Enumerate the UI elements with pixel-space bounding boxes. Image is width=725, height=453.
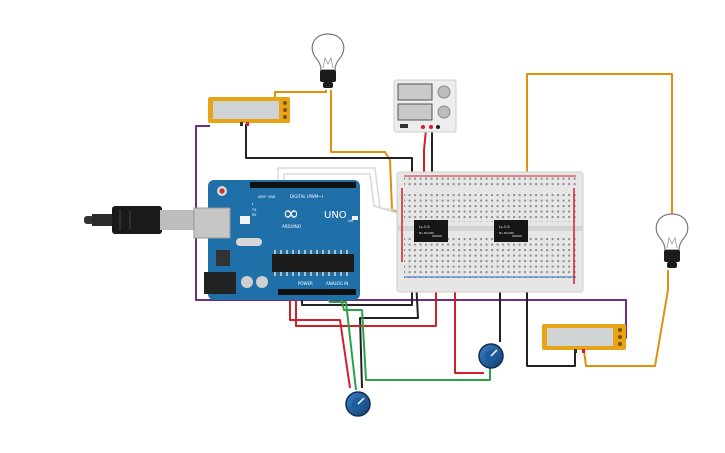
capacitor [256, 276, 268, 288]
gnd-label: GND [268, 195, 276, 199]
analog-label: ANALOG IN [326, 281, 348, 286]
relay-1-label: Ly-5-8 [419, 225, 430, 229]
component-block [240, 216, 250, 224]
supply-current-knob[interactable] [437, 105, 451, 119]
wire-red-pot1[interactable] [289, 294, 351, 389]
lightbulb-icon[interactable] [311, 33, 345, 88]
wire-black-relay-gnd2[interactable] [359, 279, 419, 389]
arduino-uno-board[interactable]: ∞ UNO ARDUINO DIGITAL (PWM~) AREF GND TX… [193, 180, 360, 300]
tx-label: TX [251, 208, 257, 212]
knob-icon[interactable] [478, 343, 504, 369]
arduino-board-name: UNO [324, 210, 347, 221]
relay-1[interactable]: Ly-5-8 No NO/NC [414, 220, 448, 242]
supply-current-display [397, 103, 433, 121]
relay-2-label: Ly-5-8 [499, 225, 510, 229]
l-label: L [252, 202, 254, 206]
capacitor [241, 276, 253, 288]
wire-orange-right-bulb[interactable] [526, 73, 673, 240]
wire-red-pot2[interactable] [454, 280, 484, 374]
wire-white-digital-2[interactable] [283, 173, 415, 219]
power-label: POWER [298, 281, 313, 286]
relay-2[interactable]: Ly-5-8 No NO/NC [494, 220, 528, 242]
breadboard[interactable] [396, 171, 584, 293]
rx-label: RX [252, 213, 257, 217]
digital-header[interactable] [250, 182, 356, 188]
relay-1-sub: No NO/NC [419, 231, 434, 235]
wire-red-5v[interactable] [295, 280, 437, 327]
power-supply-icon[interactable] [393, 79, 457, 133]
supply-voltage-display [397, 83, 433, 101]
wire-black-lcd1-board[interactable] [245, 124, 413, 180]
lightbulb-icon[interactable] [655, 213, 689, 268]
relay-2-sub: No NO/NC [499, 231, 514, 235]
wire-green-pot1[interactable] [323, 293, 357, 391]
power-analog-header[interactable] [278, 289, 356, 295]
atmega-chip [272, 254, 354, 272]
wire-orange-bulb1-lcd1[interactable] [274, 90, 327, 98]
digital-label: DIGITAL (PWM~) [290, 194, 324, 199]
power-jack [204, 272, 236, 294]
crystal [236, 238, 262, 246]
lcd-display-1[interactable] [208, 97, 290, 126]
wire-orange-lcd2-bulb2[interactable] [583, 270, 669, 367]
arduino-brand-name: ARDUINO [282, 224, 301, 229]
aref-label: AREF [258, 195, 266, 199]
supply-voltage-knob[interactable] [437, 85, 451, 99]
usb-port[interactable] [193, 207, 231, 239]
wire-white-digital[interactable] [277, 167, 413, 213]
wire-green-pot2[interactable] [339, 293, 491, 381]
wire-black-relay2-lcd2[interactable] [526, 280, 576, 367]
arduino-logo: ∞ [283, 201, 300, 225]
regulator [216, 250, 230, 266]
wire-red-supply[interactable] [423, 129, 427, 180]
on-label: ON [348, 219, 354, 223]
knob-icon[interactable] [345, 391, 371, 417]
lcd-display-2[interactable] [542, 324, 626, 353]
usb-plug-icon[interactable] [84, 206, 196, 234]
